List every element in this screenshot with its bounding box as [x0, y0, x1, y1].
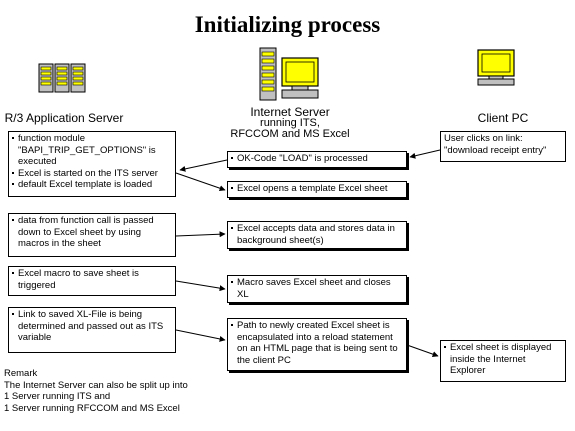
its-macro-box: Macro saves Excel sheet and closes XL	[227, 275, 407, 303]
remark-line: The Internet Server can also be split up…	[4, 379, 188, 391]
client-column-label: Client PC	[477, 111, 529, 125]
arrow-r3-macro-to-its	[175, 280, 226, 292]
its-path-box: Path to newly created Excel sheet is enc…	[227, 318, 407, 371]
list-item: Macro saves Excel sheet and closes XL	[231, 277, 403, 300]
list-item: Path to newly created Excel sheet is enc…	[231, 320, 403, 366]
client-click-text: User clicks on link: "download receipt e…	[444, 133, 547, 156]
list-item: Excel is started on the ITS server	[12, 168, 172, 180]
internet-server-icon	[259, 47, 319, 101]
list-item: function module "BAPI_TRIP_GET_OPTIONS" …	[12, 133, 172, 168]
remark-line: 1 Server running RFCCOM and MS Excel	[4, 402, 180, 414]
remark-heading: Remark	[4, 368, 38, 379]
arrow-its-to-r3	[179, 159, 228, 172]
list-item: data from function call is passed down t…	[12, 215, 172, 250]
arrow-r3-to-its-opens	[175, 172, 226, 192]
page-title: Initializing process	[194, 12, 381, 37]
list-item: Excel opens a template Excel sheet	[231, 183, 403, 195]
list-item: Excel accepts data and stores data in ba…	[231, 223, 403, 246]
remark: Remark The Internet Server can also be s…	[4, 368, 188, 414]
its-label-main: Internet Server	[250, 105, 330, 119]
its-accepts-box: Excel accepts data and stores data in ba…	[227, 221, 407, 249]
client-pc-icon	[477, 49, 515, 86]
list-item: Link to saved XL-File is being determine…	[12, 309, 172, 344]
r3-data-box: data from function call is passed down t…	[8, 213, 176, 257]
its-column-label: Internet Server running ITS, RFCCOM and …	[218, 106, 362, 140]
r3-column-label: R/3 Application Server	[4, 111, 124, 125]
arrow-its-to-client	[406, 344, 439, 358]
its-label-sub1: running ITS,	[260, 117, 320, 129]
arrow-r3-link-to-its	[175, 329, 226, 342]
client-click-box: User clicks on link: "download receipt e…	[440, 131, 566, 162]
arrow-client-to-its	[409, 149, 441, 159]
list-item: Excel sheet is displayed inside the Inte…	[444, 342, 562, 377]
list-item: OK-Code "LOAD" is processed	[231, 153, 403, 165]
r3-macro-box: Excel macro to save sheet is triggered	[8, 266, 176, 296]
remark-line: 1 Server running ITS and	[4, 391, 111, 402]
r3-link-box: Link to saved XL-File is being determine…	[8, 307, 176, 353]
client-display-box: Excel sheet is displayed inside the Inte…	[440, 340, 566, 382]
list-item: Excel macro to save sheet is triggered	[12, 268, 172, 291]
list-item: default Excel template is loaded	[12, 179, 172, 191]
arrow-r3-data-to-its	[175, 231, 226, 238]
r3-bapi-box: function module "BAPI_TRIP_GET_OPTIONS" …	[8, 131, 176, 197]
its-label-sub2: RFCCOM and MS Excel	[230, 128, 350, 140]
r3-server-icon	[38, 63, 86, 93]
its-okcode-box: OK-Code "LOAD" is processed	[227, 151, 407, 168]
its-opens-box: Excel opens a template Excel sheet	[227, 181, 407, 198]
